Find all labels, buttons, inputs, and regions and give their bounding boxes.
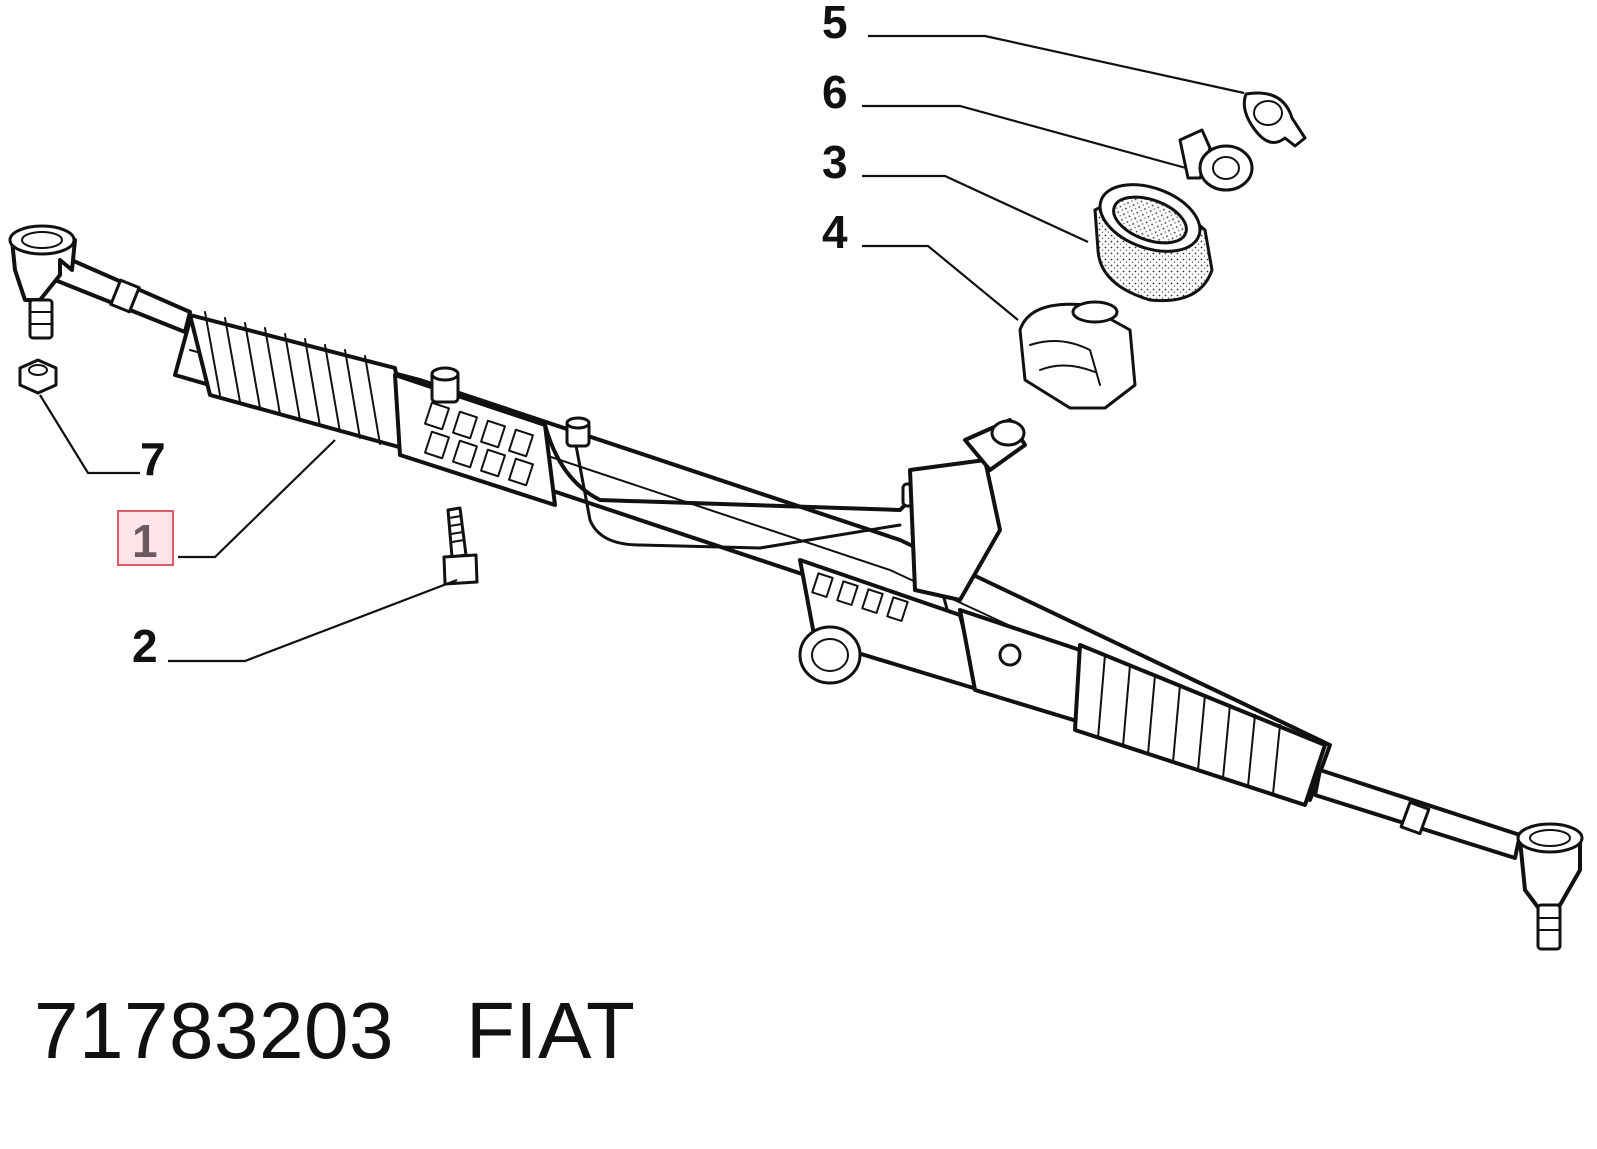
- clip-part-5: [1242, 91, 1307, 148]
- callout-6[interactable]: 6: [822, 66, 848, 118]
- brand-name: FIAT: [465, 986, 636, 1075]
- pinion-housing: [798, 418, 1027, 692]
- leader-lines: [39, 34, 1245, 663]
- mount-part-4: [1018, 300, 1137, 410]
- callout-5[interactable]: 5: [822, 0, 848, 48]
- bushing-part-3: [1093, 183, 1214, 303]
- right-tie-rod-end: [1516, 822, 1584, 951]
- callout-4[interactable]: 4: [822, 206, 848, 258]
- footer-caption: 71783203 FIAT: [34, 985, 635, 1077]
- nut-part-7: [18, 358, 58, 395]
- callout-1[interactable]: 1: [132, 515, 158, 567]
- right-bellows: [1073, 643, 1327, 807]
- callout-7[interactable]: 7: [140, 433, 166, 485]
- bracket-part-6: [1178, 128, 1254, 192]
- callout-1-highlight: [117, 510, 174, 566]
- part-number: 71783203: [34, 986, 394, 1075]
- callout-3[interactable]: 3: [822, 136, 848, 188]
- left-bellows: [188, 311, 412, 452]
- callout-2[interactable]: 2: [132, 620, 158, 672]
- bolt-part-2: [442, 506, 479, 586]
- left-housing: [393, 366, 557, 507]
- steering-rack-assembly: [53, 253, 1522, 860]
- left-tie-rod-end: [8, 224, 77, 340]
